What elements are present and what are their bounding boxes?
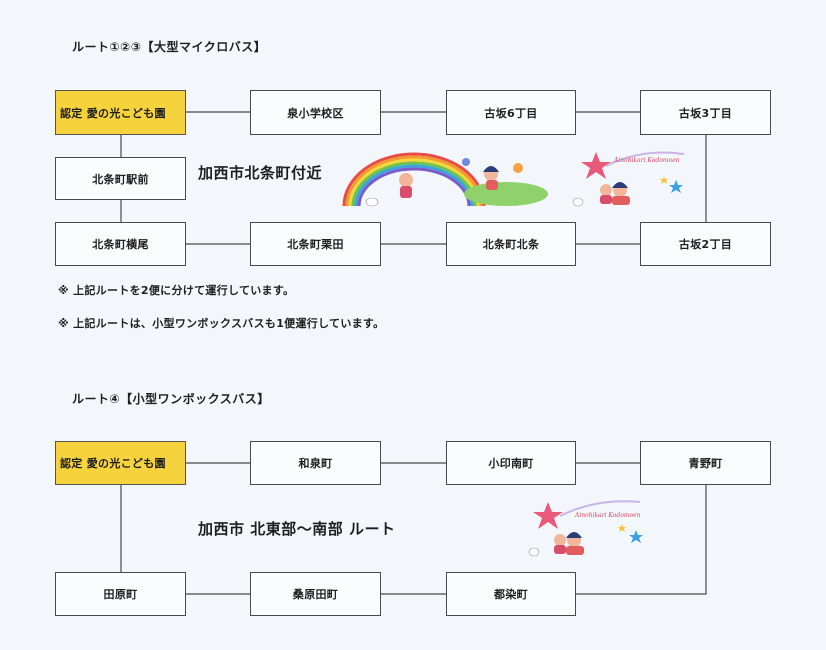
stop-furusaka-2: 古坂2丁目 bbox=[640, 222, 771, 266]
route1-note-2: ※ 上記ルートは、小型ワンボックスバスも1便運行しています。 bbox=[58, 317, 385, 330]
stop-tsuzome-cho: 都染町 bbox=[446, 572, 576, 616]
mascot-illustration-2 bbox=[528, 500, 643, 557]
stop-hojo-ekimae: 北条町駅前 bbox=[55, 157, 186, 200]
illustration-caption-2: Ainohikari Kodomoen bbox=[575, 512, 641, 519]
route1-note-1: ※ 上記ルートを2便に分けて運行しています。 bbox=[58, 284, 295, 297]
stop-aino-hikari-kodomoen-2: 認定 愛の光こども園 bbox=[55, 441, 186, 485]
stop-kuwaharada-cho: 桑原田町 bbox=[250, 572, 381, 616]
stop-furusaka-6: 古坂6丁目 bbox=[446, 90, 576, 135]
route2-title: ルート④【小型ワンボックスバス】 bbox=[72, 392, 270, 406]
stop-furusaka-3: 古坂3丁目 bbox=[640, 90, 771, 135]
stop-koinami-cho: 小印南町 bbox=[446, 441, 576, 485]
stop-izumi-shogakkoku: 泉小学校区 bbox=[250, 90, 381, 135]
stop-hojo-yokoo: 北条町横尾 bbox=[55, 222, 186, 266]
route1-title: ルート①②③【大型マイクロバス】 bbox=[72, 40, 267, 54]
stop-hojo-kurita: 北条町栗田 bbox=[250, 222, 381, 266]
route1-connectors bbox=[120, 111, 707, 245]
stop-izumi-cho: 和泉町 bbox=[250, 441, 381, 485]
mascot-illustration bbox=[572, 151, 685, 207]
route1-area-label: 加西市北条町付近 bbox=[198, 164, 323, 182]
stop-hojo-hojo: 北条町北条 bbox=[446, 222, 576, 266]
rainbow-illustration bbox=[342, 152, 548, 207]
route2-area-label: 加西市 北東部～南部 ルート bbox=[198, 520, 396, 538]
stop-aono-cho: 青野町 bbox=[640, 441, 771, 485]
stop-aino-hikari-kodomoen: 認定 愛の光こども園 bbox=[55, 90, 186, 135]
stop-tahara-cho: 田原町 bbox=[55, 572, 186, 616]
illustration-caption-1: Ainohikari Kodomoen bbox=[614, 157, 680, 164]
